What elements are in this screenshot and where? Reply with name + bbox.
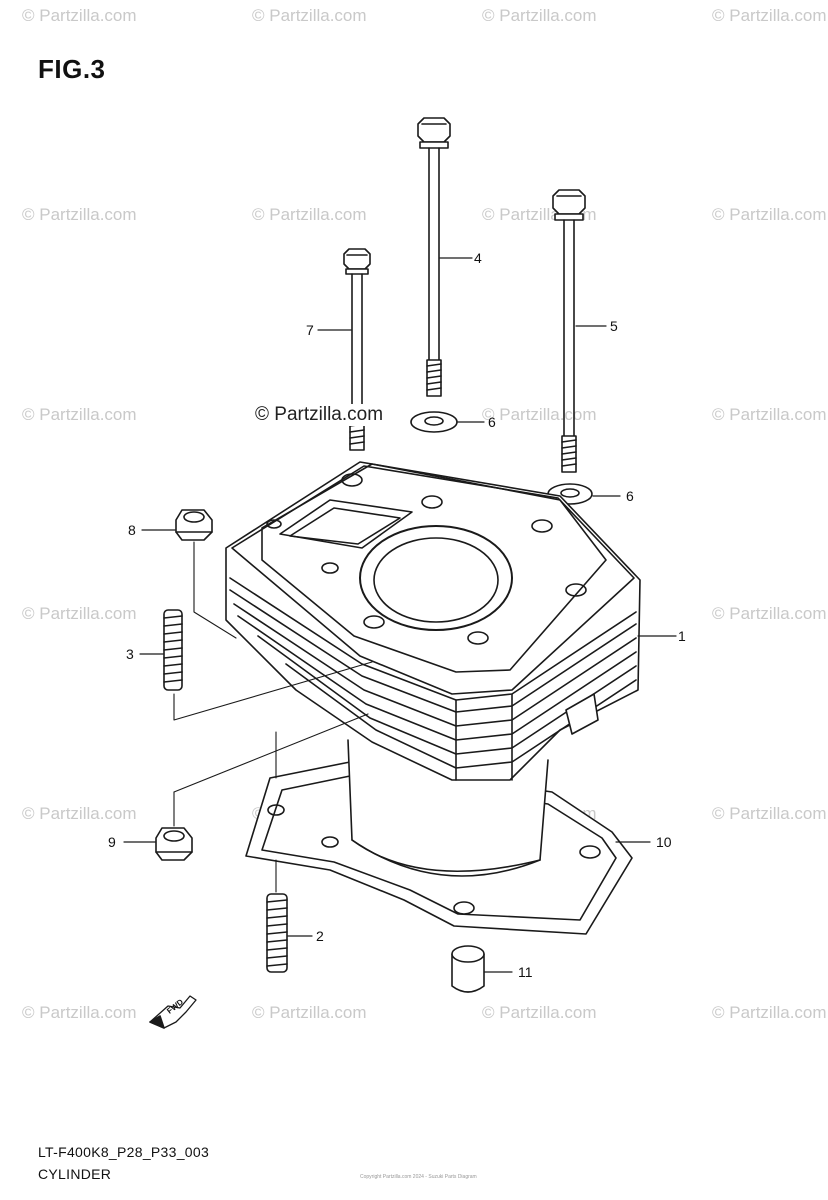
callout-2: 2 xyxy=(316,928,324,944)
callout-10: 10 xyxy=(656,834,672,850)
callout-1: 1 xyxy=(678,628,686,644)
part-9-nut[interactable] xyxy=(123,827,193,861)
part-4-bolt[interactable] xyxy=(417,117,473,397)
part-11-dowel-pin[interactable] xyxy=(451,945,513,993)
model-code: LT-F400K8_P28_P33_003 xyxy=(38,1144,210,1160)
callout-6-upper: 6 xyxy=(488,414,496,430)
part-5-bolt[interactable] xyxy=(552,189,607,473)
part-3-stud[interactable] xyxy=(139,609,183,691)
center-watermark: © Partzilla.com xyxy=(252,404,387,426)
copyright-note: Copyright Partzilla.com 2024 - Suzuki Pa… xyxy=(360,1174,477,1180)
part-1-cylinder[interactable] xyxy=(225,461,677,877)
callout-8: 8 xyxy=(128,522,136,538)
section-name: CYLINDER xyxy=(38,1166,112,1182)
callout-5: 5 xyxy=(610,318,618,334)
forward-direction-arrow xyxy=(149,995,197,1029)
part-2-stud[interactable] xyxy=(266,893,313,973)
assembly-guide-lines xyxy=(173,541,373,893)
callout-11: 11 xyxy=(518,964,533,980)
callout-7: 7 xyxy=(306,322,314,338)
part-6-washer-upper[interactable] xyxy=(410,411,485,433)
callout-4: 4 xyxy=(474,250,482,266)
figure-title: FIG.3 xyxy=(38,54,106,84)
part-8-nut[interactable] xyxy=(141,509,213,541)
callout-6-lower: 6 xyxy=(626,488,634,504)
callout-3: 3 xyxy=(126,646,134,662)
callout-9: 9 xyxy=(108,834,116,850)
